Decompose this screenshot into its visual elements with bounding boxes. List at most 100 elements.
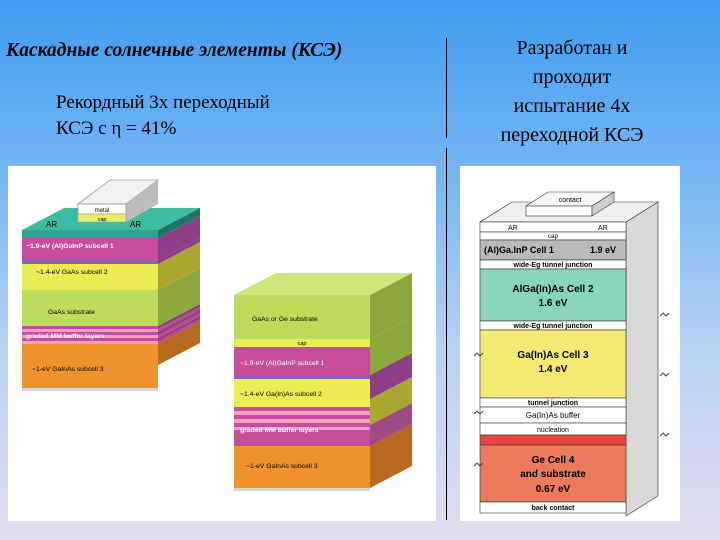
- stack3-contact-label: contact: [559, 197, 582, 204]
- stack1-front-base: [22, 388, 158, 391]
- stack1-front-buffer-e: [22, 338, 158, 341]
- four-junction-diagram-panel: contact AR AR cap (Al)Ga.InP Cell 1 1.9 …: [460, 166, 680, 521]
- stack1-layer3-label: GaAs substrate: [48, 309, 95, 316]
- stack3-cell1-ev: 1.9 eV: [590, 245, 616, 255]
- right-title-line-2: проходит: [532, 66, 612, 88]
- stack2-side-yellow: [370, 377, 412, 425]
- stack1-front-subcell1: [22, 238, 158, 260]
- stack1-side-mag2: [158, 310, 200, 335]
- stack1-front-subcell3: [22, 344, 158, 388]
- stack1-layer4-label: graded MM buffer layers: [26, 333, 105, 340]
- stack1-front-buffer-f: [22, 341, 158, 344]
- stack3-ar-right-label: AR: [598, 225, 608, 232]
- stack1-front-subcell2: [22, 264, 158, 290]
- right-title: Разработан и проходит испытание 4х перех…: [462, 34, 682, 150]
- stack3-back-label: back contact: [532, 505, 575, 512]
- divider-line-lower: [446, 148, 447, 520]
- stack3-ar-left-label: AR: [508, 225, 518, 232]
- four-junction-diagram: contact AR AR cap (Al)Ga.InP Cell 1 1.9 …: [473, 191, 670, 517]
- stack1-layer1-label: ~1.9-eV (Al)GaInP subcell 1: [26, 243, 114, 250]
- stack2-side-buffer: [370, 403, 412, 446]
- stack3-cell3-line2: 1.4 eV: [539, 364, 568, 375]
- break-mark: [659, 432, 670, 437]
- stack1-layer5-label: ~1-eV GaInAs subcell 3: [32, 366, 104, 373]
- three-junction-diagram: AR AR metal cap ~1.9-eV (Al)GaInP subcel…: [22, 179, 412, 491]
- stack3-tunnel2-label: wide-Eg tunnel junction: [513, 323, 593, 330]
- stack3-cell4-line3: 0.67 eV: [536, 484, 571, 495]
- stack1-front-ar: [22, 230, 158, 238]
- stack1-side-pink2: [158, 313, 200, 338]
- stack1-side-mag3: [158, 316, 200, 341]
- stack1-front-buffer-a: [22, 326, 158, 329]
- stack1-metal-label: metal: [95, 208, 110, 214]
- stack2-front-buffer-a: [234, 407, 370, 411]
- subtitle-line-1: Рекордный 3х переходный: [56, 92, 270, 113]
- stack2-layer4-label: graded MM buffer layers: [240, 427, 319, 434]
- stack3-contact-side: [591, 191, 615, 217]
- stack1-side-orange: [158, 322, 200, 365]
- stack1-side-teal: [158, 208, 200, 238]
- subtitle-line-2: КСЭ с η = 41%: [56, 118, 177, 139]
- stack1-layer2-label: ~1.4-eV GaAs subcell 2: [36, 269, 108, 276]
- stack3-cell3-line1: Ga(In)As Cell 3: [517, 350, 589, 361]
- stack2-front-base: [234, 488, 370, 491]
- stack2-front-buffer-f: [234, 427, 370, 430]
- break-mark: [473, 462, 484, 467]
- stack1-side-mag1: [158, 304, 200, 329]
- stack3-tunnel1-label: wide-Eg tunnel junction: [513, 262, 593, 269]
- stack2-front-buffer-e: [234, 423, 370, 427]
- stack3-cell2-line1: AlGa(In)As Cell 2: [512, 284, 594, 295]
- stack1-ar-left-label: AR: [46, 220, 57, 229]
- right-title-line-3: испытание 4х: [513, 95, 631, 117]
- stack2-top: [234, 273, 412, 295]
- stack2-front-buffer-d: [234, 419, 370, 423]
- stack1-front-tunnel: [22, 260, 158, 264]
- stack1-side-green: [158, 268, 200, 326]
- stack3-tunnel3-label: tunnel junction: [528, 400, 578, 407]
- stack2-front-subcell2: [234, 379, 370, 407]
- right-title-line-4: переходной КСЭ: [500, 124, 644, 146]
- subtitle: Рекордный 3х переходный КСЭ с η = 41%: [56, 90, 436, 142]
- stack1-front-buffer-c: [22, 332, 158, 335]
- stack3-cap-label: cap: [548, 233, 559, 240]
- stack3-cell2-line2: 1.6 eV: [539, 298, 568, 309]
- stack2-front-buffer-b: [234, 411, 370, 415]
- stack1-side-pink3: [158, 319, 200, 344]
- three-junction-diagram-panel: AR AR metal cap ~1.9-eV (Al)GaInP subcel…: [8, 166, 436, 521]
- stack3-nucleation-label: nucleation: [537, 427, 569, 434]
- stack3-cell4-line2: and substrate: [520, 469, 586, 480]
- stack2-front-buffer-c: [234, 415, 370, 419]
- stack1-side-yellow: [158, 242, 200, 290]
- stack3-front-cell2: [479, 268, 627, 322]
- stack3-cell1-label: (Al)Ga.InP Cell 1: [484, 245, 554, 255]
- page-title: Каскадные солнечные элементы (КСЭ): [6, 40, 343, 61]
- stack2-front-buffer-g: [234, 430, 370, 446]
- stack1-cap: [77, 213, 127, 223]
- stack3-front-back-contact: [479, 501, 627, 514]
- stack3-cell4-line1: Ge Cell 4: [532, 455, 575, 466]
- stack2-front-tunnel: [234, 375, 370, 379]
- break-mark: [473, 410, 484, 415]
- stack1-side-magenta: [158, 216, 200, 260]
- stack2-front-cap: [234, 339, 370, 347]
- stack2-cap-label: cap: [298, 341, 307, 347]
- stack2-layer1-label: GaAs or Ge substrate: [252, 316, 318, 323]
- stack2-front-substrate: [234, 295, 370, 339]
- stack1-cap-label: cap: [98, 217, 107, 223]
- stack3-front-cell3: [479, 329, 627, 399]
- break-mark: [659, 312, 670, 317]
- stack1-front-buffer-d: [22, 335, 158, 338]
- stack1-ar-right-label: AR: [130, 220, 141, 229]
- divider-line: [446, 38, 447, 138]
- stack1-side-tunnel: [158, 238, 200, 264]
- stack3-contact-front: [525, 205, 593, 217]
- stack2-front-subcell3: [234, 446, 370, 488]
- stack2-front-subcell1: [234, 347, 370, 375]
- stack3-side: [625, 201, 659, 517]
- stack2-side-green: [370, 317, 412, 375]
- right-title-line-1: Разработан и: [516, 37, 628, 59]
- stack3-front-cell4: [479, 444, 627, 503]
- break-mark: [659, 372, 670, 377]
- stack1-front-buffer-b: [22, 329, 158, 332]
- stack-1: AR AR metal cap ~1.9-eV (Al)GaInP subcel…: [22, 179, 200, 391]
